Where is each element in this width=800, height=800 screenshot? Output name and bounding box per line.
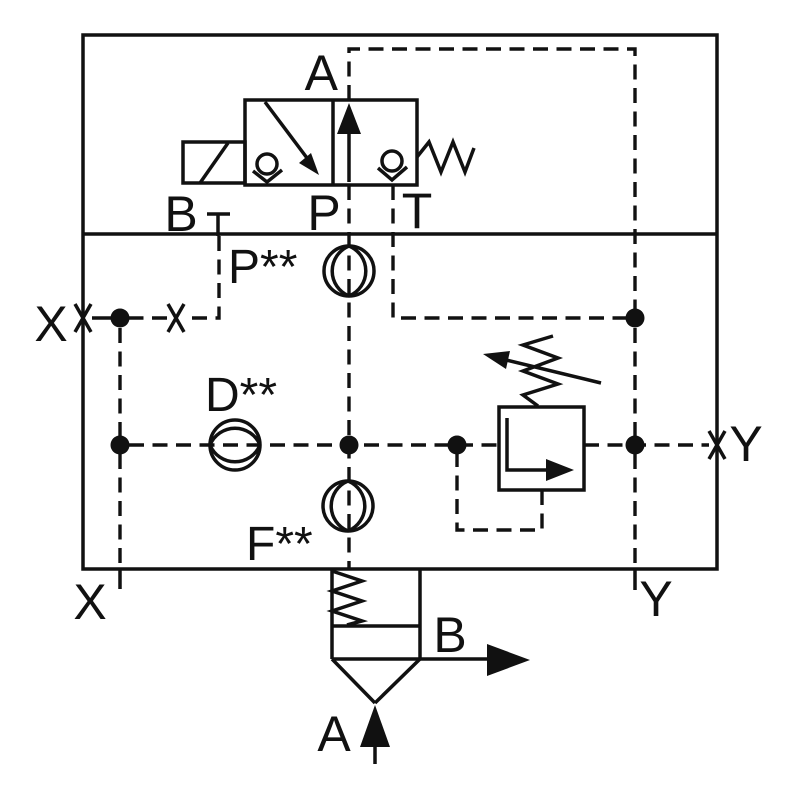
- pilot-seat-left-ball: [255, 152, 279, 176]
- orifice-f-arc-left: [329, 479, 349, 533]
- orifice-f-arc-right: [347, 479, 367, 533]
- pilot-flow-arrowhead-left: [299, 153, 319, 175]
- cartridge-poppet: [330, 657, 422, 705]
- orifice-p-arc-right: [348, 244, 368, 298]
- orifice-p-arc-left: [330, 244, 350, 298]
- block-outline: [81, 33, 719, 571]
- orifice-d-label: D**: [205, 369, 277, 422]
- pilot-flow-arrowhead-up: [337, 103, 361, 134]
- pilot-lines: [118, 47, 709, 570]
- relief-flow-arrowhead: [546, 459, 574, 481]
- main-port-b-label: B: [433, 607, 466, 663]
- junction-dot: [110, 308, 130, 328]
- cartridge-spring: [326, 569, 369, 627]
- pilot-port-a-label: A: [305, 45, 339, 101]
- plug-x-mid-icon: [166, 303, 186, 333]
- pilot-seat-right-v: [376, 165, 409, 183]
- pilot-return-spring: [415, 137, 476, 177]
- pilot-flow-arrow-left: [263, 100, 309, 160]
- plug-x-left-icon: [73, 303, 93, 333]
- pilot-line-b-branch: [184, 236, 221, 320]
- main-port-a-label: A: [317, 706, 351, 762]
- relief-spring: [517, 334, 564, 408]
- junction-dot: [625, 308, 645, 328]
- port-a-arrowhead: [360, 705, 390, 747]
- port-y-right-label: Y: [729, 416, 762, 472]
- pilot-line-a-loop: [347, 47, 637, 309]
- orifice-d-arc-top: [208, 426, 262, 446]
- junction-dot: [110, 435, 130, 455]
- orifice-p-label: P**: [228, 241, 297, 294]
- junction-dot: [339, 435, 359, 455]
- pilot-seat-right-ball: [380, 149, 404, 173]
- pilot-directional-valve: [181, 98, 476, 236]
- relief-adjust-arrow: [505, 358, 602, 385]
- pilot-seat-left-v: [251, 168, 284, 185]
- orifice-d-arc-bottom: [208, 444, 262, 464]
- port-y-bottom-label: Y: [639, 571, 672, 627]
- port-plugs: [73, 303, 727, 590]
- labels: A B P T P** D** F** X Y X Y B A: [34, 45, 762, 762]
- orifice-f-label: F**: [246, 518, 313, 571]
- pilot-line-t-drain: [391, 185, 626, 320]
- port-b-arrowhead: [487, 644, 530, 676]
- orifice-arcs: [208, 244, 368, 533]
- pilot-port-p-label: P: [307, 185, 340, 241]
- pilot-port-b-label: B: [164, 186, 197, 242]
- junction-dots: [110, 308, 645, 455]
- plug-y-right-icon: [707, 430, 727, 460]
- pilot-port-t-label: T: [402, 183, 433, 239]
- relief-valve-body: [497, 405, 586, 492]
- port-x-left-label: X: [34, 296, 67, 352]
- relief-adjust-arrowhead: [483, 351, 510, 369]
- junction-dot: [447, 435, 467, 455]
- port-x-bottom-label: X: [73, 574, 106, 630]
- cartridge-valve: [326, 569, 530, 764]
- relief-valve: [483, 334, 602, 492]
- valve-block: [81, 33, 719, 571]
- pilot-valve-body: [243, 98, 419, 187]
- relief-flow-path: [505, 418, 546, 472]
- solenoid-diagonal: [198, 141, 230, 185]
- junction-dot: [625, 435, 645, 455]
- relief-drain-line: [455, 454, 544, 532]
